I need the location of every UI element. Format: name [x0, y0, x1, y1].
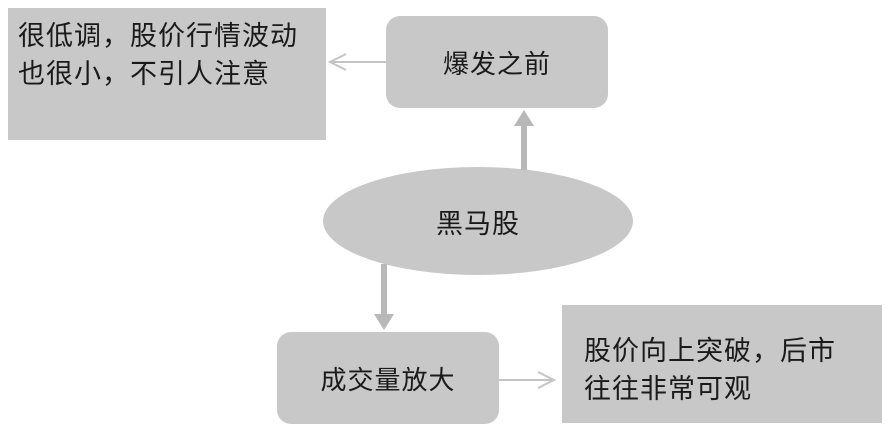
bottom-node-label: 成交量放大 [320, 365, 456, 396]
bottom-note-line1: 股价向上突破，后市 [584, 336, 836, 367]
top-note-box: 很低调，股价行情波动 也很小，不引人注意 [8, 8, 326, 140]
top-note-line2: 也很小，不引人注意 [18, 59, 270, 90]
top-node-label: 爆发之前 [442, 49, 551, 80]
bottom-note-box: 股价向上突破，后市 往往非常可观 [562, 305, 882, 423]
arrow-bottom-to-note [499, 371, 557, 389]
top-node-box: 爆发之前 [386, 16, 608, 108]
bottom-note-line2: 往往非常可观 [584, 374, 752, 405]
arrow-center-to-top [514, 110, 534, 170]
center-label: 黑马股 [436, 208, 520, 240]
bottom-node-box: 成交量放大 [277, 332, 499, 424]
arrow-center-to-bottom [374, 264, 394, 330]
arrow-top-to-note [327, 53, 386, 71]
center-ellipse: 黑马股 [323, 167, 633, 275]
top-note-line1: 很低调，股价行情波动 [18, 21, 298, 52]
